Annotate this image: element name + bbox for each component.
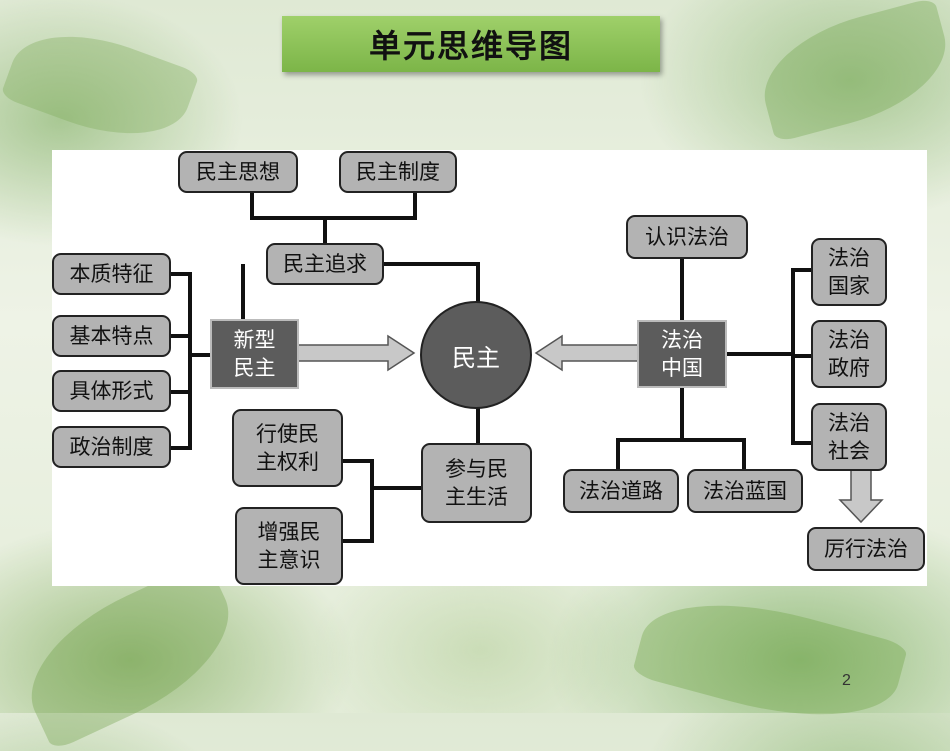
node-minzhu-zhuiqiu: 民主追求 bbox=[266, 243, 384, 285]
page-title: 单元思维导图 bbox=[368, 27, 573, 65]
arrow-down-to-result bbox=[838, 469, 884, 524]
node-lixing-fazhi: 厉行法治 bbox=[807, 527, 925, 571]
node-center-minzhu: 民主 bbox=[420, 301, 532, 409]
node-fazhi-zhongguo: 法治 中国 bbox=[637, 320, 727, 388]
page-number: 2 bbox=[842, 672, 851, 689]
arrow-right-to-center bbox=[534, 334, 639, 372]
arrow-left-to-center bbox=[297, 334, 416, 372]
connector-lines bbox=[170, 190, 884, 543]
node-fazhi-zhengfu: 法治 政府 bbox=[811, 320, 887, 388]
node-fazhi-daolu: 法治道路 bbox=[563, 469, 679, 513]
node-fazhi-guojia: 法治 国家 bbox=[811, 238, 887, 306]
node-trait-3: 政治制度 bbox=[52, 426, 171, 468]
title-banner: 单元思维导图 bbox=[282, 16, 660, 72]
node-zengqiang-yishi: 增强民 主意识 bbox=[235, 507, 343, 585]
node-fazhi-languo: 法治蓝国 bbox=[687, 469, 803, 513]
node-trait-0: 本质特征 bbox=[52, 253, 171, 295]
node-trait-1: 基本特点 bbox=[52, 315, 171, 357]
node-trait-2: 具体形式 bbox=[52, 370, 171, 412]
node-renshi-fazhi: 认识法治 bbox=[626, 215, 748, 259]
node-minzhu-zhidu: 民主制度 bbox=[339, 151, 457, 193]
node-xinxing-minzhu: 新型 民主 bbox=[210, 319, 299, 389]
node-minzhu-sixiang: 民主思想 bbox=[178, 151, 298, 193]
node-xingshi-quanli: 行使民 主权利 bbox=[232, 409, 343, 487]
node-fazhi-shehui: 法治 社会 bbox=[811, 403, 887, 471]
node-canyu-shenghuo: 参与民 主生活 bbox=[421, 443, 532, 523]
